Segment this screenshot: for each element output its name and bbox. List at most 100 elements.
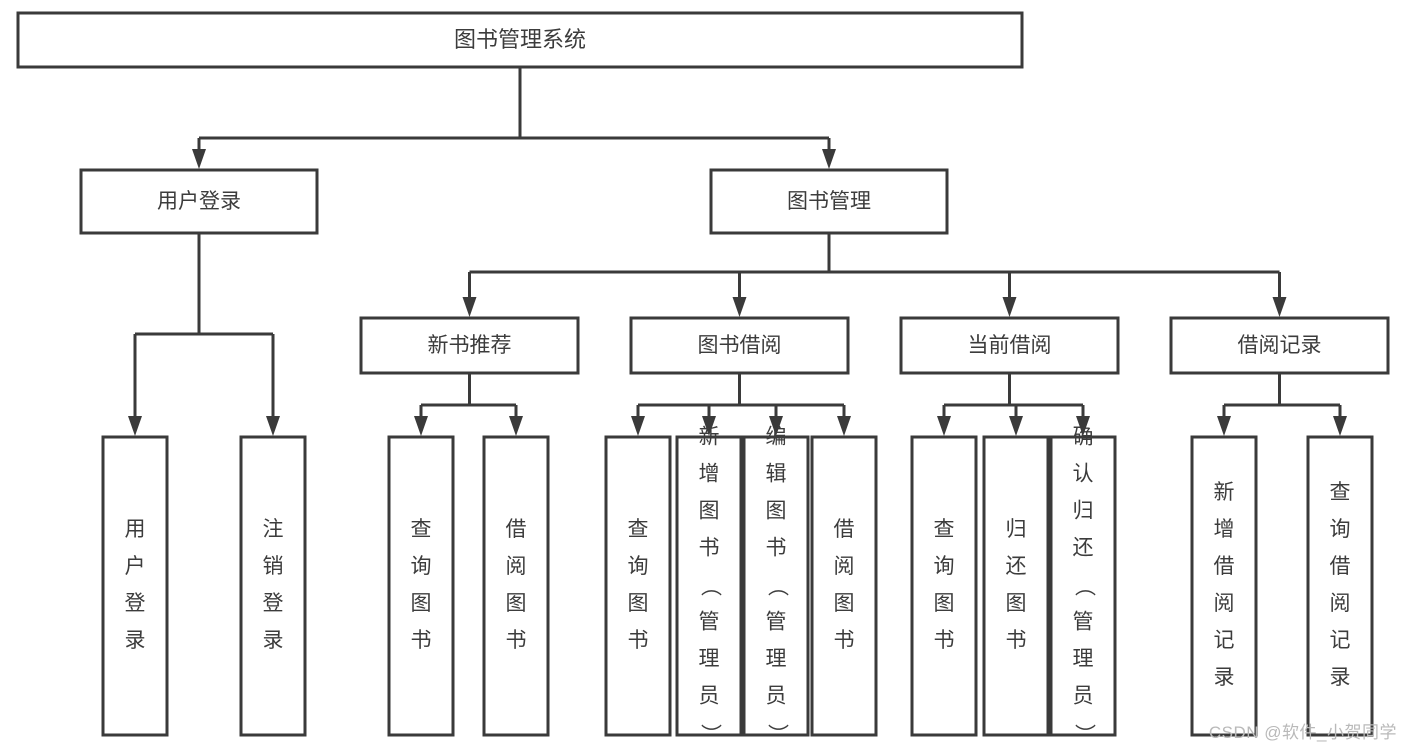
arrow-head-icon bbox=[192, 149, 206, 169]
node-label-char: 阅 bbox=[834, 555, 855, 578]
node-box-user-login-do bbox=[101, 435, 169, 737]
node-label-char: 书 bbox=[934, 629, 955, 652]
connector-new-book-recommend bbox=[414, 373, 523, 436]
node-box-user-logout bbox=[239, 435, 307, 737]
node-label-char: 图 bbox=[411, 592, 432, 615]
node-label-char: 书 bbox=[628, 629, 649, 652]
node-label-char: 阅 bbox=[1214, 592, 1235, 615]
arrow-head-icon bbox=[1002, 297, 1017, 317]
node-label-char: 编 bbox=[766, 426, 787, 449]
node-box-borrow-query-book bbox=[604, 435, 672, 737]
node-label-char: 确 bbox=[1073, 426, 1094, 449]
node-label-char: 录 bbox=[125, 629, 146, 652]
node-label-char: 用 bbox=[125, 518, 146, 541]
arrow-head-icon bbox=[1272, 297, 1287, 317]
node-label-book-management: 图书管理 bbox=[787, 190, 871, 213]
node-layer: 图书管理系统用户登录用户登录注销登录图书管理新书推荐查询图书借阅图书图书借阅查询… bbox=[16, 11, 1390, 745]
node-box-book-borrow bbox=[629, 316, 850, 375]
node-label-char: 询 bbox=[628, 555, 649, 578]
node-label-char: 查 bbox=[628, 518, 649, 541]
node-label-char: 录 bbox=[263, 629, 284, 652]
node-label-char: 录 bbox=[1214, 666, 1235, 689]
node-box-recommend-query-book bbox=[387, 435, 455, 737]
node-borrow-record[interactable]: 借阅记录 bbox=[1169, 316, 1390, 375]
node-user-login-do[interactable]: 用户登录 bbox=[101, 435, 169, 737]
arrow-head-icon bbox=[732, 297, 747, 317]
node-box-user-login bbox=[79, 168, 319, 235]
node-box-book-management bbox=[709, 168, 949, 235]
node-label-char: 书 bbox=[411, 629, 432, 652]
node-label-char: 查 bbox=[934, 518, 955, 541]
node-label-char: 图 bbox=[834, 592, 855, 615]
node-root[interactable]: 图书管理系统 bbox=[16, 11, 1024, 69]
arrow-head-icon bbox=[1217, 416, 1231, 436]
node-label-char: 询 bbox=[1330, 518, 1351, 541]
node-label-book-borrow: 图书借阅 bbox=[698, 334, 782, 357]
node-label-char: 注 bbox=[263, 518, 284, 541]
node-label-char: 询 bbox=[934, 555, 955, 578]
node-label-char: （ bbox=[698, 576, 721, 597]
node-label-char: 图 bbox=[1006, 592, 1027, 615]
connector-book-management bbox=[462, 233, 1287, 317]
node-label-char: 录 bbox=[1330, 666, 1351, 689]
node-box-borrow-add-book bbox=[675, 435, 743, 737]
arrow-head-icon bbox=[1009, 416, 1023, 436]
node-label-char: （ bbox=[1072, 576, 1095, 597]
node-label-char: 管 bbox=[699, 611, 720, 634]
node-label-char: ） bbox=[765, 724, 788, 745]
node-label-char: 辑 bbox=[766, 463, 787, 486]
node-label-char: 图 bbox=[699, 500, 720, 523]
node-label-current-borrow: 当前借阅 bbox=[968, 334, 1052, 357]
connector-user-login bbox=[128, 233, 280, 436]
arrow-head-icon bbox=[128, 416, 142, 436]
node-label-user-login: 用户登录 bbox=[157, 190, 241, 213]
node-label-char: 还 bbox=[1073, 537, 1094, 560]
node-label-char: 登 bbox=[263, 592, 284, 615]
node-new-book-recommend[interactable]: 新书推荐 bbox=[359, 316, 580, 375]
arrow-head-icon bbox=[837, 416, 851, 436]
node-current-borrow[interactable]: 当前借阅 bbox=[899, 316, 1120, 375]
node-book-borrow[interactable]: 图书借阅 bbox=[629, 316, 850, 375]
node-label-char: 理 bbox=[699, 648, 720, 671]
arrow-head-icon bbox=[1333, 416, 1347, 436]
node-box-recommend-borrow-book bbox=[482, 435, 550, 737]
node-label-char: 新 bbox=[699, 426, 720, 449]
node-label-char: 查 bbox=[1330, 481, 1351, 504]
node-label-char: 阅 bbox=[1330, 592, 1351, 615]
node-label-char: 询 bbox=[411, 555, 432, 578]
node-label-borrow-record: 借阅记录 bbox=[1238, 334, 1322, 357]
node-label-char: 新 bbox=[1214, 481, 1235, 504]
node-label-char: 借 bbox=[834, 518, 855, 541]
node-book-management[interactable]: 图书管理 bbox=[709, 168, 949, 235]
node-label-char: 还 bbox=[1006, 555, 1027, 578]
node-box-current-borrow bbox=[899, 316, 1120, 375]
node-box-current-confirm-return bbox=[1049, 435, 1117, 737]
node-label-char: 增 bbox=[699, 463, 720, 486]
node-user-login[interactable]: 用户登录 bbox=[79, 168, 319, 235]
csdn-watermark: CSDN @软件_小贺同学 bbox=[1208, 723, 1397, 742]
node-label-char: 借 bbox=[1214, 555, 1235, 578]
arrow-head-icon bbox=[937, 416, 951, 436]
node-box-borrow-borrow-book bbox=[810, 435, 878, 737]
arrow-head-icon bbox=[462, 297, 477, 317]
node-label-char: 查 bbox=[411, 518, 432, 541]
node-label-char: 归 bbox=[1073, 500, 1094, 523]
node-label-char: 书 bbox=[1006, 629, 1027, 652]
arrow-head-icon bbox=[509, 416, 523, 436]
node-label-char: 登 bbox=[125, 592, 146, 615]
connector-borrow-record bbox=[1217, 373, 1347, 436]
